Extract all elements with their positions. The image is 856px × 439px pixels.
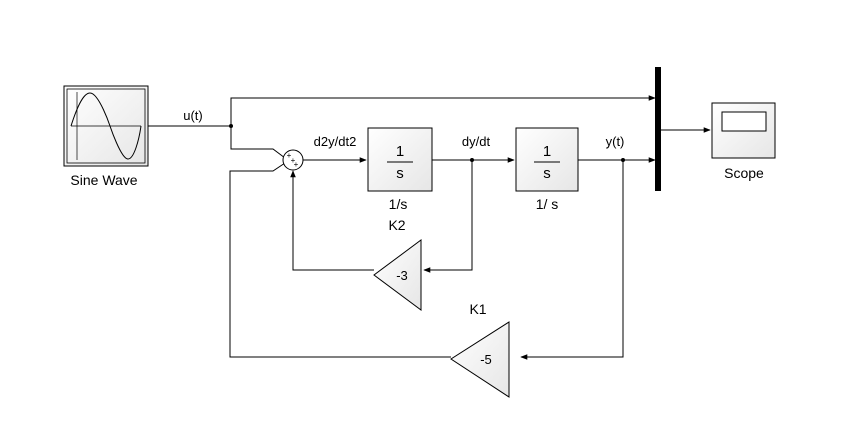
integrator-2-block[interactable]: 1 s	[515, 127, 579, 192]
sine-wave-block[interactable]	[63, 85, 149, 167]
integrator-2-denominator: s	[543, 165, 551, 182]
mux-bar[interactable]	[655, 67, 661, 191]
signal-label-d2y: d2y/dt2	[314, 134, 357, 149]
signal-dy-to-k2[interactable]	[423, 160, 473, 273]
signal-label-u: u(t)	[183, 108, 203, 123]
branch-point-y	[621, 158, 625, 162]
sum-sign-2: +	[291, 156, 296, 165]
branch-point-dy	[470, 158, 474, 162]
signal-y-to-k1[interactable]	[520, 160, 624, 360]
signal-k1-to-sum[interactable]	[229, 162, 451, 358]
integrator-1-block[interactable]: 1 s	[367, 127, 433, 192]
gain-k2-label: K2	[388, 217, 405, 233]
signal-u-to-mux[interactable]	[148, 95, 656, 127]
integrator-1-denominator: s	[396, 165, 404, 182]
gain-k1-block[interactable]: -5	[450, 321, 510, 398]
sine-wave-frame	[66, 88, 146, 164]
integrator-2-numerator: 1	[543, 143, 551, 160]
signal-label-y: y(t)	[606, 134, 625, 149]
integrator-2-label: 1/ s	[536, 196, 559, 212]
sum-sign-3: +	[294, 160, 299, 169]
gain-k2-value: -3	[396, 268, 408, 283]
signal-k2-to-sum[interactable]	[290, 170, 374, 271]
gain-k2-block[interactable]: -3	[373, 239, 422, 311]
gain-k1-value: -5	[480, 352, 492, 367]
scope-label: Scope	[724, 165, 764, 181]
signal-label-dy: dy/dt	[462, 134, 491, 149]
signal-u-to-sum[interactable]	[230, 126, 286, 159]
integrator-1-label: 1/s	[389, 196, 408, 212]
sine-wave-icon	[70, 92, 142, 160]
branch-point-u	[229, 124, 233, 128]
integrator-1-numerator: 1	[396, 143, 404, 160]
sum-sign-1: +	[287, 151, 292, 160]
scope-block[interactable]	[711, 102, 776, 159]
sine-wave-label: Sine Wave	[70, 172, 137, 188]
scope-screen-icon	[721, 111, 767, 132]
sum-block[interactable]: + + +	[282, 149, 304, 171]
gain-k1-label: K1	[469, 301, 486, 317]
